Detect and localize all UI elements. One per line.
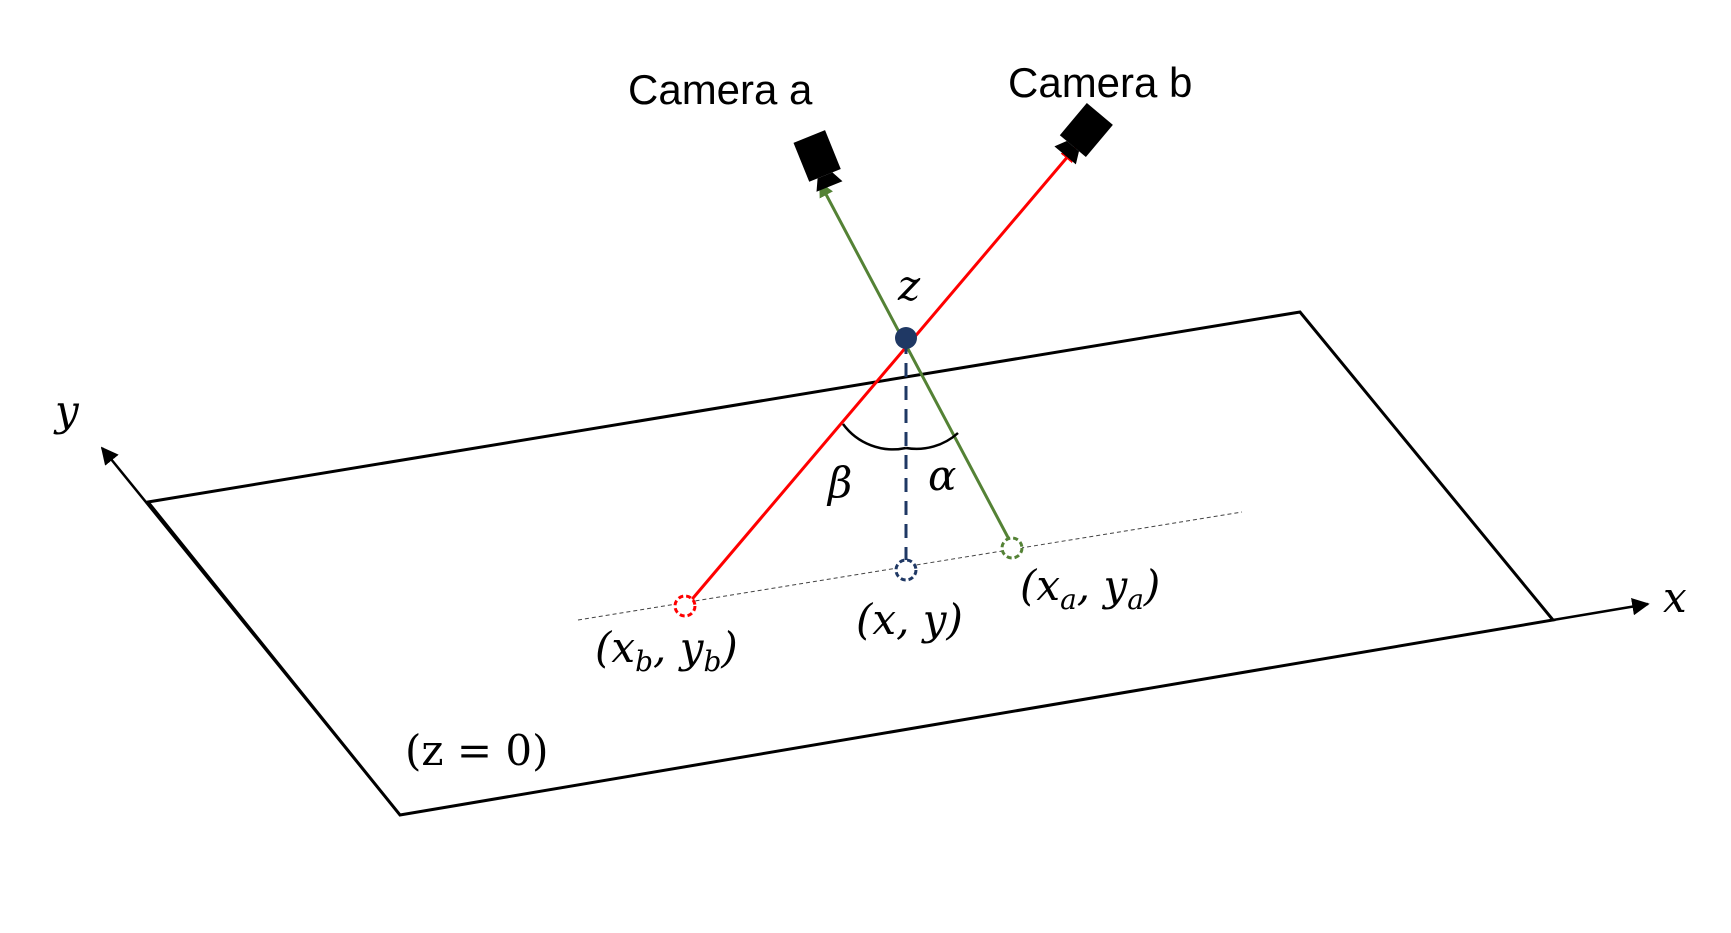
video-camera-icon <box>793 130 843 192</box>
video-camera-icon <box>1054 103 1113 165</box>
point-b-label: (xb, yb) <box>595 623 738 678</box>
beta-label: β <box>826 458 852 507</box>
point-a-marker <box>1000 536 1024 560</box>
y-axis-arrow <box>100 446 401 816</box>
angle-alpha-arc <box>905 432 959 451</box>
ground-plane <box>145 310 1556 817</box>
z-label: z <box>897 261 921 310</box>
plane-label: (z = 0) <box>405 726 549 775</box>
x-axis-label: x <box>1663 573 1687 622</box>
angle-beta-arc <box>841 423 907 451</box>
camera-b-label: Camera b <box>1008 59 1192 106</box>
camera-a-ray <box>818 181 1014 546</box>
camera-a-label: Camera a <box>628 66 813 113</box>
x-axis-arrow <box>1552 597 1650 622</box>
camera-b-ray <box>686 146 1077 605</box>
alpha-label: α <box>928 451 956 500</box>
point-z-marker <box>895 327 917 349</box>
point-b-marker <box>673 594 697 618</box>
point-xy-label: (x, y) <box>856 595 963 644</box>
point-xy-marker <box>894 558 918 582</box>
y-axis-label: y <box>53 386 80 435</box>
point-a-label: (xa, ya) <box>1020 561 1160 616</box>
